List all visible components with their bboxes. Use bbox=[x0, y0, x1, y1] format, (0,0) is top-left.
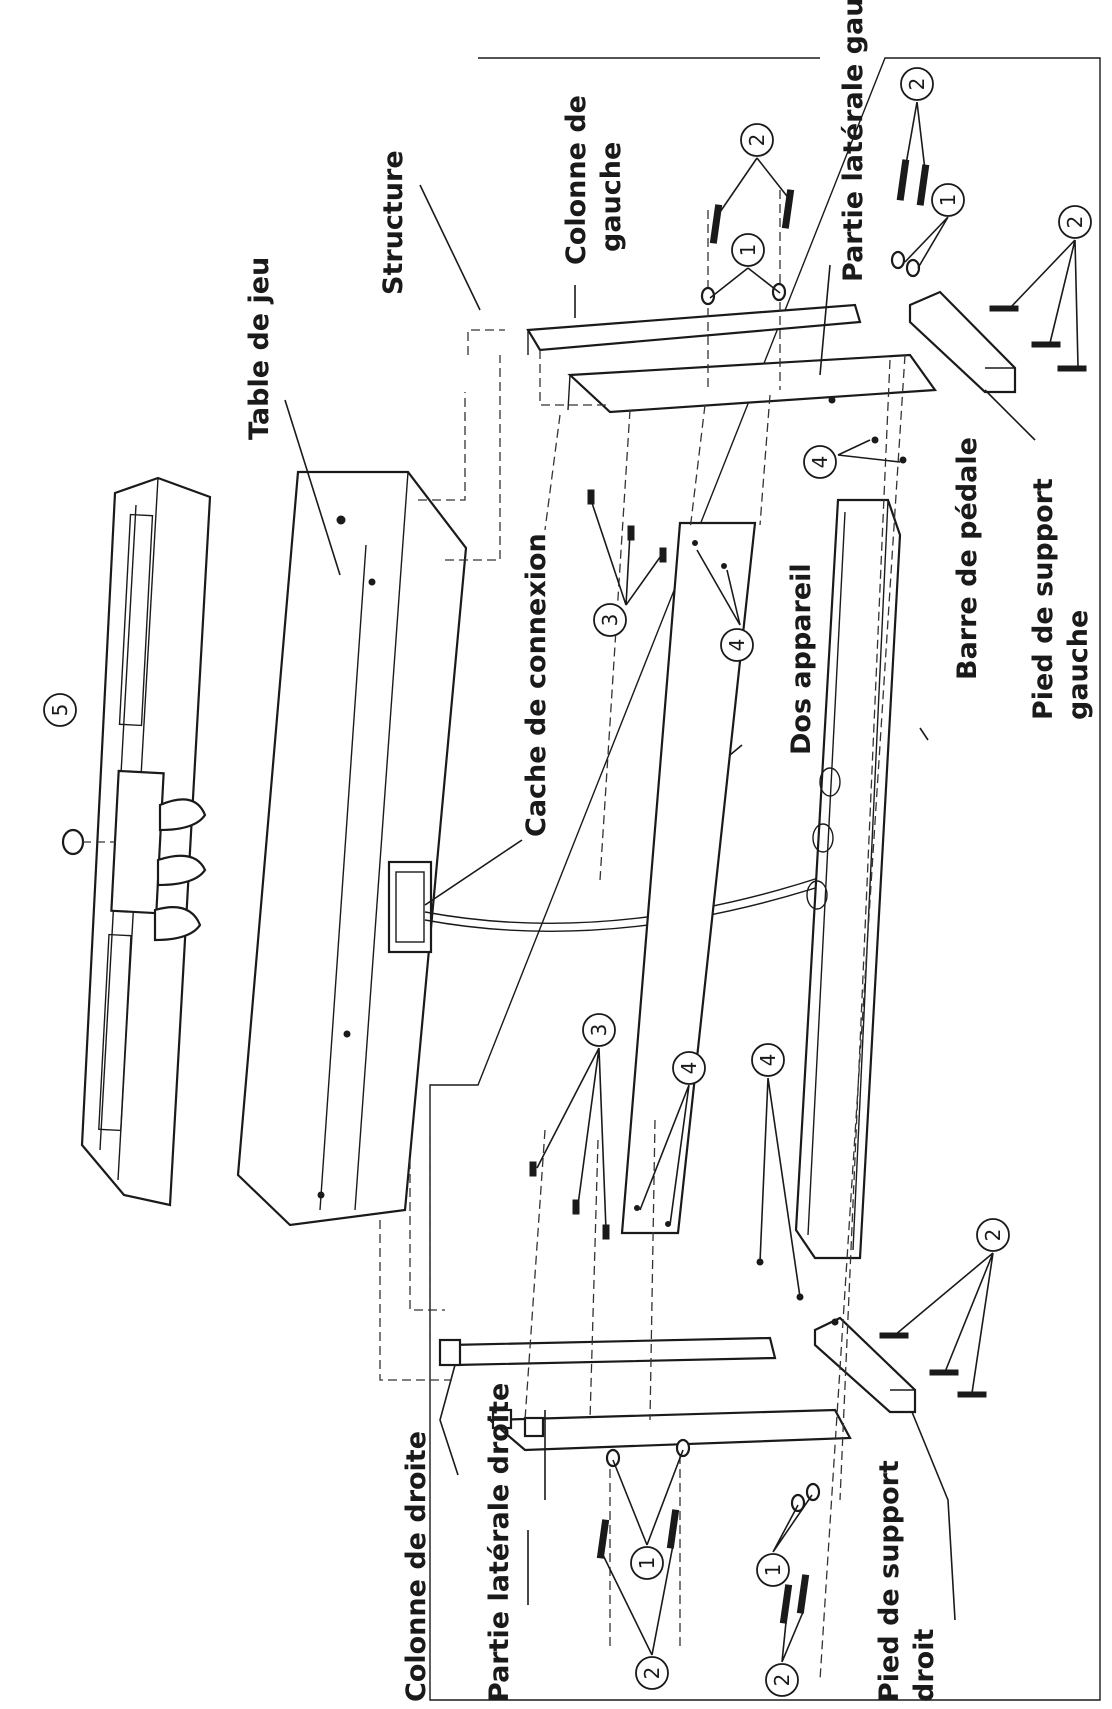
callout-4-a: 4 bbox=[720, 628, 754, 662]
callout-3-b: 3 bbox=[582, 1013, 616, 1047]
svg-text:2: 2 bbox=[1063, 216, 1087, 229]
svg-text:2: 2 bbox=[905, 78, 929, 91]
svg-text:3: 3 bbox=[587, 1024, 611, 1037]
callout-2-e: 2 bbox=[635, 1656, 669, 1690]
label-structure: Structure bbox=[378, 150, 409, 295]
left-support-foot bbox=[908, 290, 1017, 394]
svg-text:2: 2 bbox=[981, 1229, 1005, 1242]
callout-1-d: 1 bbox=[756, 1553, 790, 1587]
right-side-panel bbox=[487, 1408, 852, 1452]
svg-text:4: 4 bbox=[756, 1054, 780, 1067]
left-side-panel bbox=[567, 353, 938, 414]
left-column bbox=[526, 303, 862, 355]
svg-text:2: 2 bbox=[745, 134, 769, 147]
callout-1-b: 1 bbox=[931, 183, 965, 217]
assembly-dashed-lines bbox=[379, 190, 906, 1681]
callout-2-f: 2 bbox=[765, 1663, 799, 1697]
structure-frame bbox=[429, 57, 1101, 1701]
label-colonne-gauche-1: Colonne de bbox=[561, 95, 592, 265]
label-partie-laterale-gauche: Partie latérale gauche bbox=[838, 0, 869, 282]
pedal-box bbox=[80, 476, 212, 1207]
svg-text:3: 3 bbox=[598, 614, 622, 627]
label-colonne-gauche-2: gauche bbox=[596, 142, 627, 252]
console-table bbox=[236, 470, 468, 1227]
connection-cover-plate bbox=[387, 860, 433, 954]
callout-1-a: 1 bbox=[731, 233, 765, 267]
svg-text:1: 1 bbox=[635, 1557, 659, 1570]
label-pied-gauche-1: Pied de support bbox=[1028, 478, 1059, 720]
right-support-foot bbox=[813, 1316, 917, 1414]
callout-2-a: 2 bbox=[740, 123, 774, 157]
back-panel bbox=[620, 521, 757, 1235]
svg-text:2: 2 bbox=[770, 1674, 794, 1687]
svg-text:4: 4 bbox=[808, 456, 832, 469]
callout-2-c: 2 bbox=[1058, 205, 1092, 239]
callout-4-b: 4 bbox=[803, 445, 837, 479]
callout-1-c: 1 bbox=[630, 1546, 664, 1580]
svg-text:5: 5 bbox=[48, 704, 72, 717]
label-colonne-de-droite: Colonne de droite bbox=[401, 1431, 432, 1702]
callout-4-d: 4 bbox=[751, 1043, 785, 1077]
label-dos-appareil: Dos appareil bbox=[786, 563, 817, 755]
callout-2-b: 2 bbox=[900, 67, 934, 101]
svg-text:4: 4 bbox=[677, 1062, 701, 1075]
callout-2-d: 2 bbox=[976, 1218, 1010, 1252]
label-pied-droit-2: droit bbox=[909, 1629, 940, 1702]
svg-text:1: 1 bbox=[761, 1564, 785, 1577]
right-column bbox=[438, 1336, 777, 1367]
callout-leaders bbox=[536, 101, 1079, 1663]
label-pied-droit-1: Pied de support bbox=[874, 1460, 905, 1702]
bolts bbox=[529, 159, 1087, 1624]
callout-4-c: 4 bbox=[672, 1051, 706, 1085]
svg-text:4: 4 bbox=[725, 639, 749, 652]
svg-text:1: 1 bbox=[936, 194, 960, 207]
callout-3-a: 3 bbox=[593, 603, 627, 637]
svg-text:2: 2 bbox=[640, 1667, 664, 1680]
svg-text:1: 1 bbox=[736, 244, 760, 257]
label-partie-laterale-droite: Partie latérale droite bbox=[484, 1383, 515, 1702]
label-barre-de-pedale: Barre de pédale bbox=[952, 437, 983, 680]
connection-cable bbox=[424, 859, 871, 924]
label-table-de-jeu: Table de jeu bbox=[244, 257, 275, 440]
callout-5: 5 bbox=[43, 693, 77, 727]
label-cache-de-connexion: Cache de connexion bbox=[521, 533, 552, 837]
pedal-bar bbox=[794, 498, 902, 1260]
label-leaders bbox=[284, 184, 1036, 1621]
screw-5 bbox=[61, 828, 116, 856]
label-pied-gauche-2: gauche bbox=[1063, 610, 1094, 720]
